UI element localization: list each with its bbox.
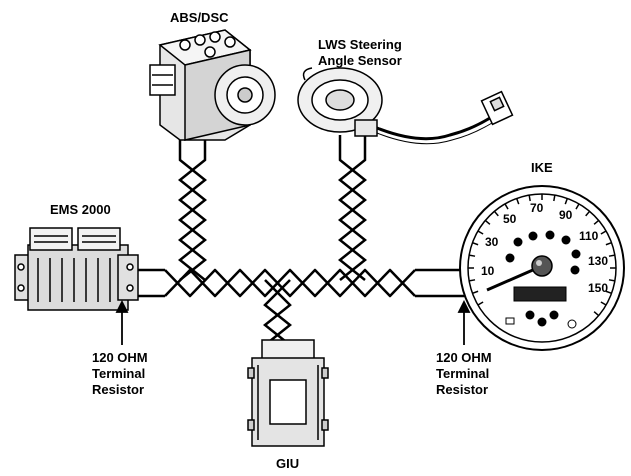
ike-speedometer-icon: 10 30 50 70 90 110 130 150 [459,185,625,351]
lws-label-line2: Angle Sensor [318,53,402,68]
gauge-number-90: 90 [559,208,573,222]
gauge-tick [600,230,607,235]
gauge-tick [493,210,499,217]
gauge-number-10: 10 [481,264,495,278]
gauge-tick [477,230,484,235]
gauge-tick [593,219,600,225]
right-resistor-label-line2: Terminal [436,366,489,381]
abs-dsc-module-icon [149,29,276,141]
left-resistor-label-line2: Terminal [92,366,145,381]
gauge-number-150: 150 [588,281,608,295]
ems-2000-label: EMS 2000 [50,202,111,217]
ike-label: IKE [531,160,553,175]
giu-module-icon [247,339,329,447]
gauge-tick [575,203,580,210]
gauge-tick [468,279,476,282]
gauge-tick [472,241,479,246]
gauge-tick [468,254,476,257]
gauge-number-110: 110 [579,229,599,243]
gauge-tick [528,194,531,202]
gauge-tick [608,254,616,257]
gauge-tick [504,203,509,210]
lws-twisted-pair [337,135,368,281]
gauge-number-70: 70 [530,201,544,215]
left-resistor-arrow [115,299,129,345]
left-resistor-label-line3: Resistor [92,382,144,397]
abs-dsc-label: ABS/DSC [170,10,229,25]
ems-2000-module-icon [14,227,139,311]
right-resistor-arrow [457,299,471,345]
giu-label: GIU [276,456,299,471]
gauge-tick [564,198,569,205]
lws-label-line1: LWS Steering [318,37,402,52]
gauge-tick [608,279,616,282]
giu-twisted-pair [262,279,293,346]
right-resistor-label-line1: 120 OHM [436,350,492,365]
steering-angle-sensor-icon [297,67,514,145]
gauge-tick [593,311,600,317]
can-bus-twisted-pair [138,268,478,298]
gauge-tick [605,241,612,246]
abs-twisted-pair [177,140,208,281]
gauge-tick [585,210,591,217]
gauge-tick [472,290,479,295]
right-resistor-label-line3: Resistor [436,382,488,397]
gauge-tick [605,290,612,295]
gauge-tick [477,301,484,306]
gauge-number-50: 50 [503,212,517,226]
left-resistor-label-line1: 120 OHM [92,350,148,365]
gauge-number-30: 30 [485,235,499,249]
gauge-number-130: 130 [588,254,608,268]
gauge-tick [600,301,607,306]
gauge-tick [515,198,520,205]
gauge-tick [553,194,556,202]
gauge-tick [484,219,491,225]
